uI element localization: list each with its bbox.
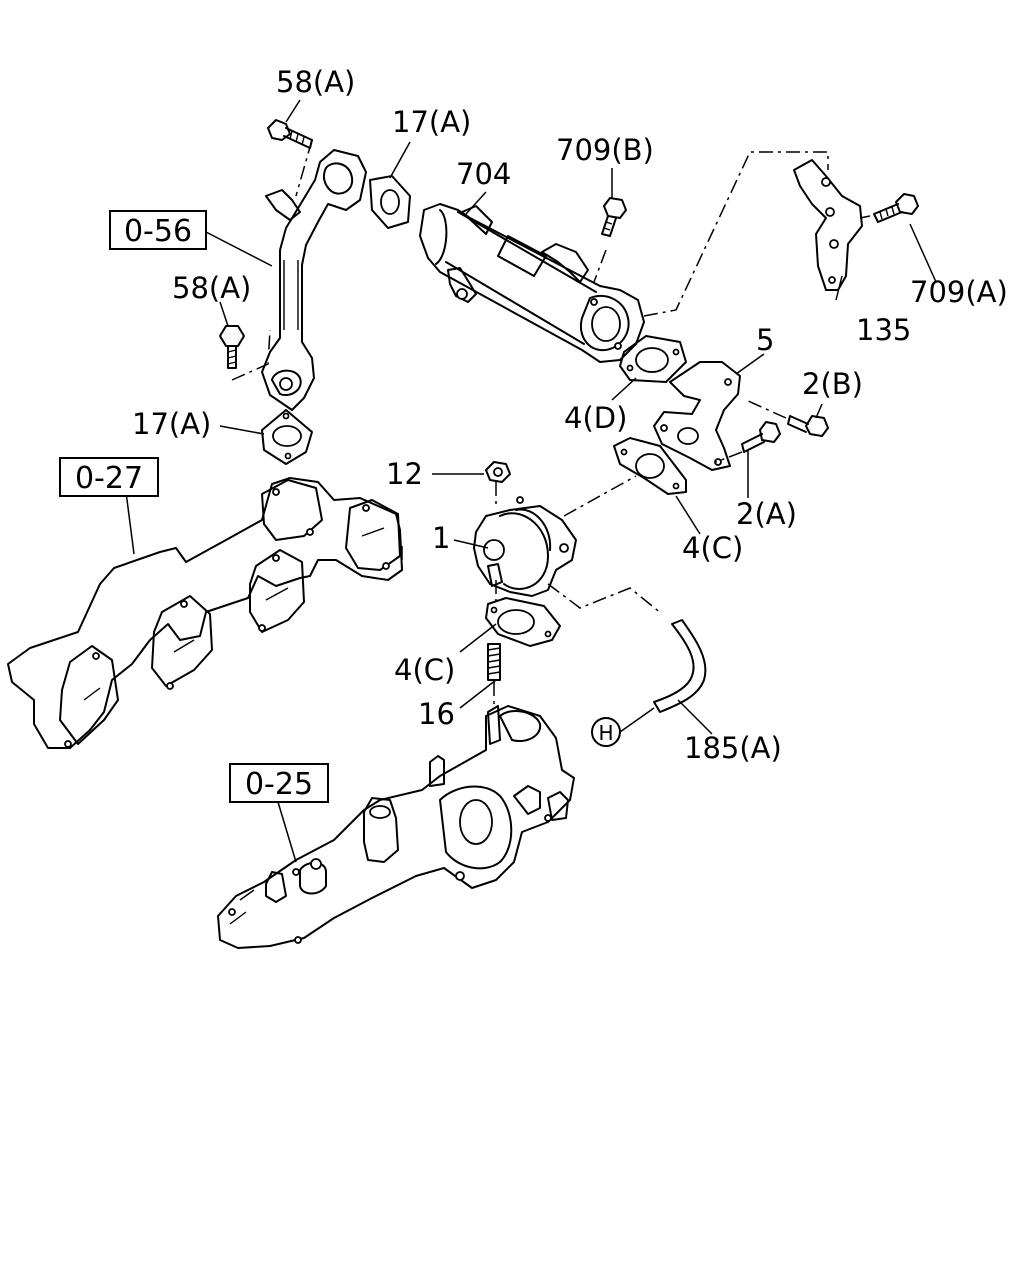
gasket-4c-left <box>485 597 561 647</box>
bracket-135 <box>793 159 863 291</box>
label-12: 12 <box>386 457 423 491</box>
connection-lines <box>231 139 871 708</box>
label-58a-left: 58(A) <box>172 271 251 305</box>
egr-valve <box>473 496 577 597</box>
hose-185a <box>653 619 707 713</box>
label-4c-right: 4(C) <box>682 531 743 565</box>
gasket-4d <box>619 335 687 383</box>
label-2a: 2(A) <box>736 497 797 531</box>
gasket-17a-left <box>261 409 313 465</box>
label-704: 704 <box>456 157 511 191</box>
stud-16 <box>487 643 501 681</box>
ref-label-056: 0-56 <box>124 214 192 249</box>
nut-12 <box>485 461 511 483</box>
ref-label-027: 0-27 <box>75 461 143 496</box>
callout-labels: 58(A) 17(A) 704 709(B) 58(A) 709(A) 135 … <box>132 65 1008 765</box>
label-17a-left: 17(A) <box>132 407 211 441</box>
bolt-709a <box>873 193 919 223</box>
ref-box-027: 0-27 <box>59 457 159 497</box>
label-4d: 4(D) <box>564 401 627 435</box>
ref-label-025: 0-25 <box>245 767 313 802</box>
label-4c-left: 4(C) <box>394 653 455 687</box>
egr-cooler <box>419 203 645 363</box>
ref-label-h: H <box>598 721 613 745</box>
label-5: 5 <box>756 323 774 357</box>
egr-pipe <box>261 149 367 411</box>
label-709a: 709(A) <box>910 275 1008 309</box>
bolt-2a <box>741 421 781 453</box>
leader-lines <box>125 99 937 863</box>
label-185a: 185(A) <box>684 731 782 765</box>
label-709b: 709(B) <box>556 133 654 167</box>
exhaust-manifold <box>7 477 403 749</box>
ref-box-025: 0-25 <box>229 763 329 803</box>
gasket-4c-right <box>613 437 687 495</box>
gasket-17a-top <box>369 175 411 229</box>
label-2b: 2(B) <box>802 367 863 401</box>
bolt-58a-top <box>267 119 313 149</box>
label-16: 16 <box>418 697 455 731</box>
bolt-2b <box>787 415 829 437</box>
bolt-709b <box>601 197 627 237</box>
label-58a-top: 58(A) <box>276 65 355 99</box>
ref-box-056: 0-56 <box>109 210 207 250</box>
ref-circle-h: H <box>591 717 621 747</box>
label-135: 135 <box>856 313 911 347</box>
label-17a-top: 17(A) <box>392 105 471 139</box>
bolt-58a-left <box>219 325 245 369</box>
label-1: 1 <box>432 521 450 555</box>
intake-manifold <box>217 705 575 949</box>
